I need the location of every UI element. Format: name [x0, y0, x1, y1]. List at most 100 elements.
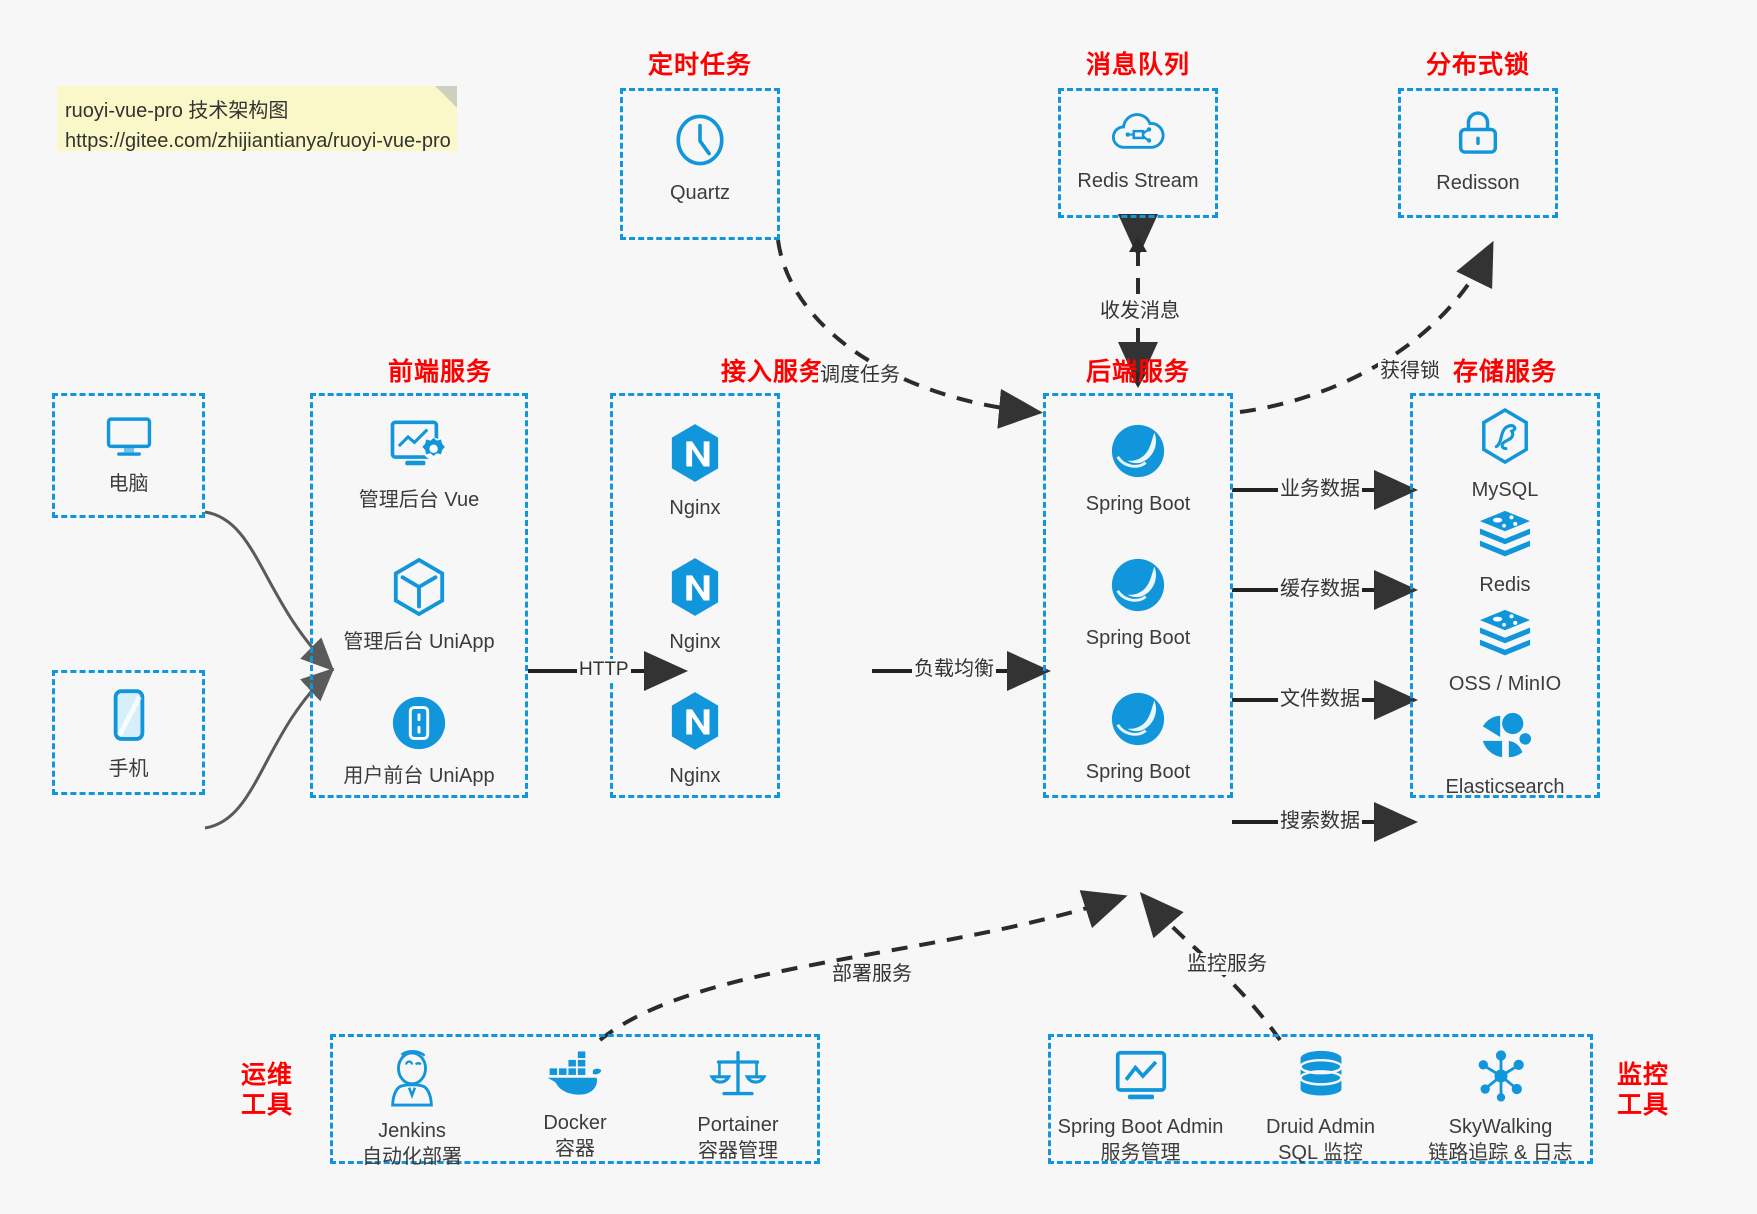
client-box-desktop: 电脑	[52, 393, 205, 518]
scales-icon	[709, 1049, 767, 1106]
node-spring-boot-3[interactable]: Spring Boot	[1046, 690, 1230, 785]
node-spring-boot-admin[interactable]: Spring Boot Admin 服务管理	[871, 1049, 1410, 1166]
node-nginx-1[interactable]: Nginx	[613, 422, 777, 521]
node-redis-stream[interactable]: Redis Stream	[1061, 107, 1215, 194]
note-fold-corner	[435, 86, 457, 108]
note-line-2: https://gitee.com/zhijiantianya/ruoyi-vu…	[65, 130, 451, 152]
app-icon	[390, 694, 448, 757]
clock-icon	[671, 111, 729, 174]
dashboard-icon	[387, 418, 451, 481]
edge-label-acquire-lock: 获得锁	[1378, 360, 1442, 382]
group-frontend: 管理后台 Vue 管理后台 UniApp 用户前台 UniApp	[310, 393, 528, 798]
node-label: 用户前台 UniApp	[343, 765, 495, 787]
group-monitor: Spring Boot Admin 服务管理 Druid Admin SQL 监…	[1048, 1034, 1593, 1164]
node-label: Spring Boot	[1085, 627, 1191, 649]
node-desktop[interactable]: 电脑	[55, 414, 202, 497]
note-line-1: ruoyi-vue-pro 技术架构图	[65, 100, 289, 122]
node-spring-boot-1[interactable]: Spring Boot	[1046, 422, 1230, 517]
group-storage: MySQL Redis OSS	[1410, 393, 1600, 798]
lock-icon	[1452, 107, 1504, 164]
node-label: Jenkins	[378, 1120, 446, 1142]
node-oss-minio[interactable]: OSS / MinIO	[1413, 608, 1597, 697]
node-admin-vue[interactable]: 管理后台 Vue	[313, 418, 525, 513]
group-title-mq: 消息队列	[1085, 51, 1190, 79]
node-label: Redisson	[1436, 172, 1520, 194]
node-label: Redis Stream	[1077, 170, 1199, 192]
group-title-monitor: 监控 工具	[1608, 1060, 1678, 1120]
node-redis[interactable]: Redis	[1413, 509, 1597, 598]
node-label: Spring Boot	[1085, 493, 1191, 515]
group-title-storage: 存储服务	[1452, 358, 1557, 386]
node-label: Nginx	[669, 497, 721, 519]
node-label: Redis	[1479, 574, 1531, 596]
nginx-icon	[668, 556, 722, 623]
group-title-lock: 分布式锁	[1425, 51, 1530, 79]
group-scheduled: Quartz	[620, 88, 780, 240]
edge-label-schedule-task: 调度任务	[818, 364, 902, 386]
node-label: 电脑	[108, 473, 149, 495]
node-sublabel: SQL 监控	[1278, 1142, 1363, 1164]
database-icon	[1295, 1049, 1347, 1108]
skywalking-icon	[1473, 1049, 1529, 1108]
edge-label-biz-data: 业务数据	[1278, 478, 1362, 500]
node-label: Quartz	[669, 182, 731, 204]
node-elasticsearch[interactable]: Elasticsearch	[1413, 709, 1597, 800]
redis-icon	[1477, 509, 1533, 566]
group-title-monitor-line1: 监控	[1616, 1061, 1669, 1089]
node-sublabel: 链路追踪 & 日志	[1428, 1142, 1573, 1164]
edge-label-http: HTTP	[577, 659, 631, 681]
node-mobile[interactable]: 手机	[55, 687, 202, 782]
edge-label-deploy-service: 部署服务	[830, 963, 914, 985]
node-skywalking[interactable]: SkyWalking 链路追踪 & 日志	[1231, 1049, 1757, 1166]
node-docker[interactable]: Docker 容器	[333, 1049, 817, 1162]
group-title-devops-line1: 运维	[240, 1061, 293, 1089]
elasticsearch-icon	[1477, 709, 1533, 768]
node-portainer[interactable]: Portainer 容器管理	[496, 1049, 980, 1164]
group-title-scheduled: 定时任务	[647, 51, 752, 79]
node-label: 管理后台 UniApp	[343, 631, 495, 653]
node-label: MySQL	[1471, 479, 1539, 501]
node-spring-boot-2[interactable]: Spring Boot	[1046, 556, 1230, 651]
node-label: 管理后台 Vue	[358, 489, 480, 511]
node-label: SkyWalking	[1448, 1116, 1553, 1138]
group-title-monitor-line2: 工具	[1616, 1091, 1669, 1119]
cube-icon	[390, 556, 448, 623]
edge-label-monitor-service: 监控服务	[1185, 953, 1269, 975]
node-admin-uniapp[interactable]: 管理后台 UniApp	[313, 556, 525, 655]
node-label: Docker	[543, 1112, 607, 1134]
group-title-devops: 运维 工具	[232, 1060, 302, 1120]
minio-icon	[1477, 608, 1533, 665]
group-title-frontend: 前端服务	[387, 358, 492, 386]
client-box-mobile: 手机	[52, 670, 205, 795]
node-user-uniapp[interactable]: 用户前台 UniApp	[313, 694, 525, 789]
group-lock: Redisson	[1398, 88, 1558, 218]
mysql-icon	[1478, 407, 1532, 471]
node-sublabel: 容器管理	[698, 1140, 778, 1162]
node-redisson[interactable]: Redisson	[1401, 107, 1555, 196]
node-nginx-3[interactable]: Nginx	[613, 690, 777, 789]
node-quartz[interactable]: Quartz	[623, 111, 777, 206]
desktop-icon	[101, 414, 157, 465]
node-druid-admin[interactable]: Druid Admin SQL 监控	[1051, 1049, 1590, 1166]
node-label: 手机	[108, 758, 149, 780]
edge-label-file-data: 文件数据	[1278, 688, 1362, 710]
edge-label-send-receive-msg: 收发消息	[1098, 300, 1182, 322]
node-mysql[interactable]: MySQL	[1413, 407, 1597, 503]
node-nginx-2[interactable]: Nginx	[613, 556, 777, 655]
node-label: Druid Admin	[1266, 1116, 1375, 1138]
nginx-icon	[668, 690, 722, 757]
jenkins-icon	[382, 1049, 442, 1112]
node-sublabel: 自动化部署	[362, 1146, 462, 1168]
spring-icon	[1109, 690, 1167, 753]
spring-icon	[1109, 556, 1167, 619]
edge-label-cache-data: 缓存数据	[1278, 578, 1362, 600]
nginx-icon	[668, 422, 722, 489]
group-devops: Jenkins 自动化部署 Docker 容器	[330, 1034, 820, 1168]
edge-label-search-data: 搜索数据	[1278, 810, 1362, 832]
mobile-icon	[108, 687, 150, 750]
group-title-devops-line2: 工具	[240, 1091, 293, 1119]
node-jenkins[interactable]: Jenkins 自动化部署	[170, 1049, 654, 1170]
node-label: Portainer	[697, 1114, 779, 1136]
node-label: Spring Boot Admin	[1057, 1116, 1224, 1138]
group-mq: Redis Stream	[1058, 88, 1218, 218]
